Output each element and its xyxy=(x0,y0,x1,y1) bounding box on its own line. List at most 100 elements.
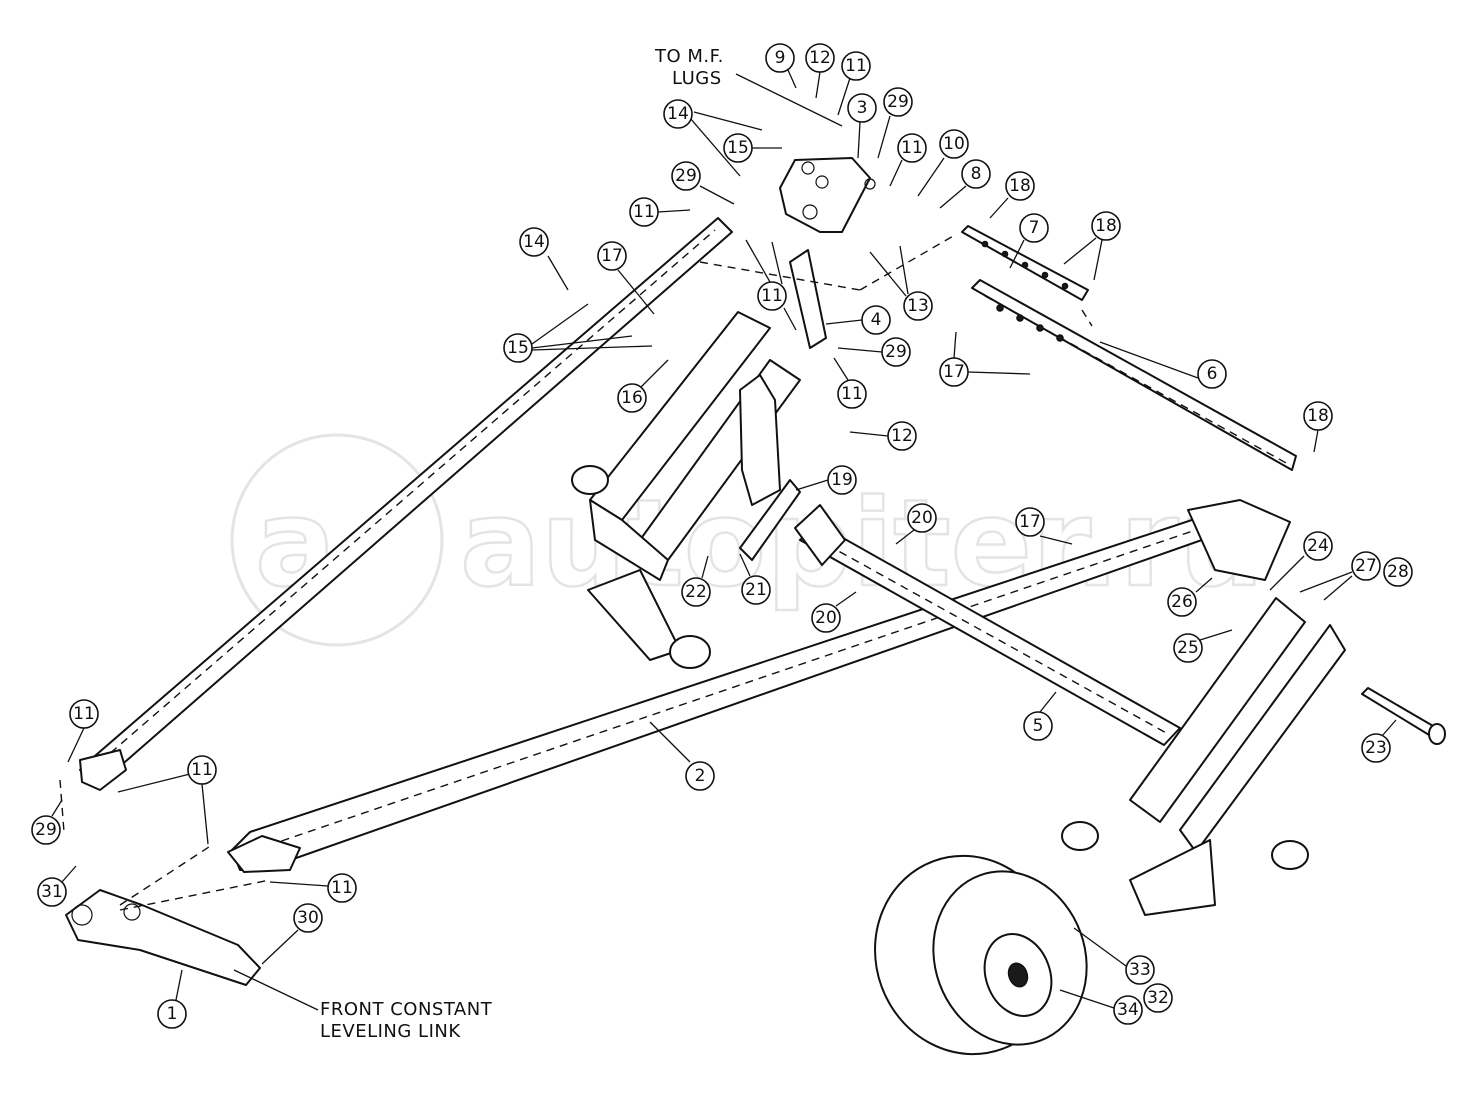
svg-text:9: 9 xyxy=(775,48,786,68)
callout: 25 xyxy=(1173,629,1233,663)
svg-text:18: 18 xyxy=(1095,216,1117,236)
svg-text:13: 13 xyxy=(907,296,929,316)
svg-text:32: 32 xyxy=(1147,988,1169,1008)
svg-text:10: 10 xyxy=(943,134,965,154)
callout: 17 xyxy=(1015,507,1073,545)
svg-text:6: 6 xyxy=(1207,364,1218,384)
callout: 14 xyxy=(519,227,569,291)
svg-text:5: 5 xyxy=(1033,716,1044,736)
cross-axle xyxy=(794,504,1181,746)
callout: 34 xyxy=(1059,989,1143,1025)
svg-text:3: 3 xyxy=(857,98,868,118)
svg-text:14: 14 xyxy=(523,232,545,252)
note-to-mf-line2: LUGS xyxy=(672,68,722,89)
svg-text:11: 11 xyxy=(331,878,353,898)
callout: 24 xyxy=(1269,531,1333,591)
callout: 15 xyxy=(503,303,653,363)
callout: 11 xyxy=(629,197,691,227)
callout: 3 xyxy=(847,93,877,159)
callout: 14 xyxy=(663,99,763,177)
callout: 17 xyxy=(597,241,655,315)
callout: 2 xyxy=(649,721,715,791)
callout: 26 xyxy=(1167,577,1213,617)
svg-text:11: 11 xyxy=(761,286,783,306)
svg-text:11: 11 xyxy=(191,760,213,780)
svg-text:26: 26 xyxy=(1171,592,1193,612)
svg-text:12: 12 xyxy=(891,426,913,446)
callout: 29 xyxy=(837,337,911,367)
callout: 23 xyxy=(1361,719,1397,763)
callout: 21 xyxy=(739,553,771,605)
callout: 7 xyxy=(1009,213,1049,269)
assembly-lines xyxy=(59,234,1093,911)
svg-text:20: 20 xyxy=(911,508,933,528)
svg-text:31: 31 xyxy=(41,882,63,902)
callout: 11 xyxy=(833,357,867,409)
callout: 19 xyxy=(795,465,857,495)
top-bar xyxy=(971,279,1297,471)
svg-text:29: 29 xyxy=(887,92,909,112)
callout: 1 xyxy=(157,969,187,1029)
callout: 33 xyxy=(1073,927,1155,985)
tire xyxy=(874,854,1088,1056)
svg-text:11: 11 xyxy=(841,384,863,404)
callout: 20 xyxy=(811,591,857,633)
callout: 11 xyxy=(67,699,99,763)
callout: 12 xyxy=(805,43,835,99)
left-arm xyxy=(79,217,733,791)
svg-text:24: 24 xyxy=(1307,536,1329,556)
svg-text:19: 19 xyxy=(831,470,853,490)
callout: 18 xyxy=(989,171,1035,219)
notes: TO M.F. LUGS FRONT CONSTANT LEVELING LIN… xyxy=(320,46,724,1042)
leveling-link xyxy=(65,889,261,986)
svg-text:1: 1 xyxy=(167,1004,178,1024)
callout: 27 xyxy=(1299,551,1381,601)
callout: 29 xyxy=(31,799,63,845)
left-frame xyxy=(571,311,801,669)
svg-text:16: 16 xyxy=(621,388,643,408)
svg-text:18: 18 xyxy=(1009,176,1031,196)
callout: 29 xyxy=(877,87,913,159)
callout: 32 xyxy=(1143,983,1173,1013)
svg-text:17: 17 xyxy=(1019,512,1041,532)
svg-text:4: 4 xyxy=(871,310,882,330)
svg-text:2: 2 xyxy=(695,766,706,786)
svg-text:11: 11 xyxy=(901,138,923,158)
callout: 8 xyxy=(939,159,991,209)
note-leaders xyxy=(233,73,843,1011)
callout: 11 xyxy=(837,51,871,116)
callout: 11 xyxy=(117,755,217,845)
svg-text:11: 11 xyxy=(845,56,867,76)
svg-text:33: 33 xyxy=(1129,960,1151,980)
callout: 11 xyxy=(269,873,357,903)
adjustment-strap xyxy=(961,225,1089,301)
callout: 13 xyxy=(869,245,933,321)
callout: 18 xyxy=(1063,211,1121,281)
callout: 22 xyxy=(681,555,711,607)
svg-text:8: 8 xyxy=(971,164,982,184)
svg-text:29: 29 xyxy=(35,820,57,840)
note-to-mf-line1: TO M.F. xyxy=(654,46,724,67)
plate-19 xyxy=(739,479,801,561)
svg-text:30: 30 xyxy=(297,908,319,928)
svg-text:28: 28 xyxy=(1387,562,1409,582)
callout: 17 xyxy=(939,331,1031,387)
svg-text:29: 29 xyxy=(675,166,697,186)
svg-text:21: 21 xyxy=(745,580,767,600)
callout: 11 xyxy=(889,133,927,187)
svg-text:17: 17 xyxy=(601,246,623,266)
callout: 5 xyxy=(1023,691,1057,741)
svg-text:15: 15 xyxy=(507,338,529,358)
callout: 16 xyxy=(617,359,669,413)
callout: 29 xyxy=(671,161,735,205)
callout: 15 xyxy=(723,133,782,163)
callout: 12 xyxy=(849,421,917,451)
callout: 9 xyxy=(765,43,797,89)
callout: 30 xyxy=(261,903,323,965)
callout: 4 xyxy=(825,305,891,335)
callouts: 9 12 11 3 29 14 15 11 10 8 18 29 11 7 18… xyxy=(31,43,1413,1029)
callout: 28 xyxy=(1383,557,1413,587)
svg-text:29: 29 xyxy=(885,342,907,362)
svg-text:17: 17 xyxy=(943,362,965,382)
